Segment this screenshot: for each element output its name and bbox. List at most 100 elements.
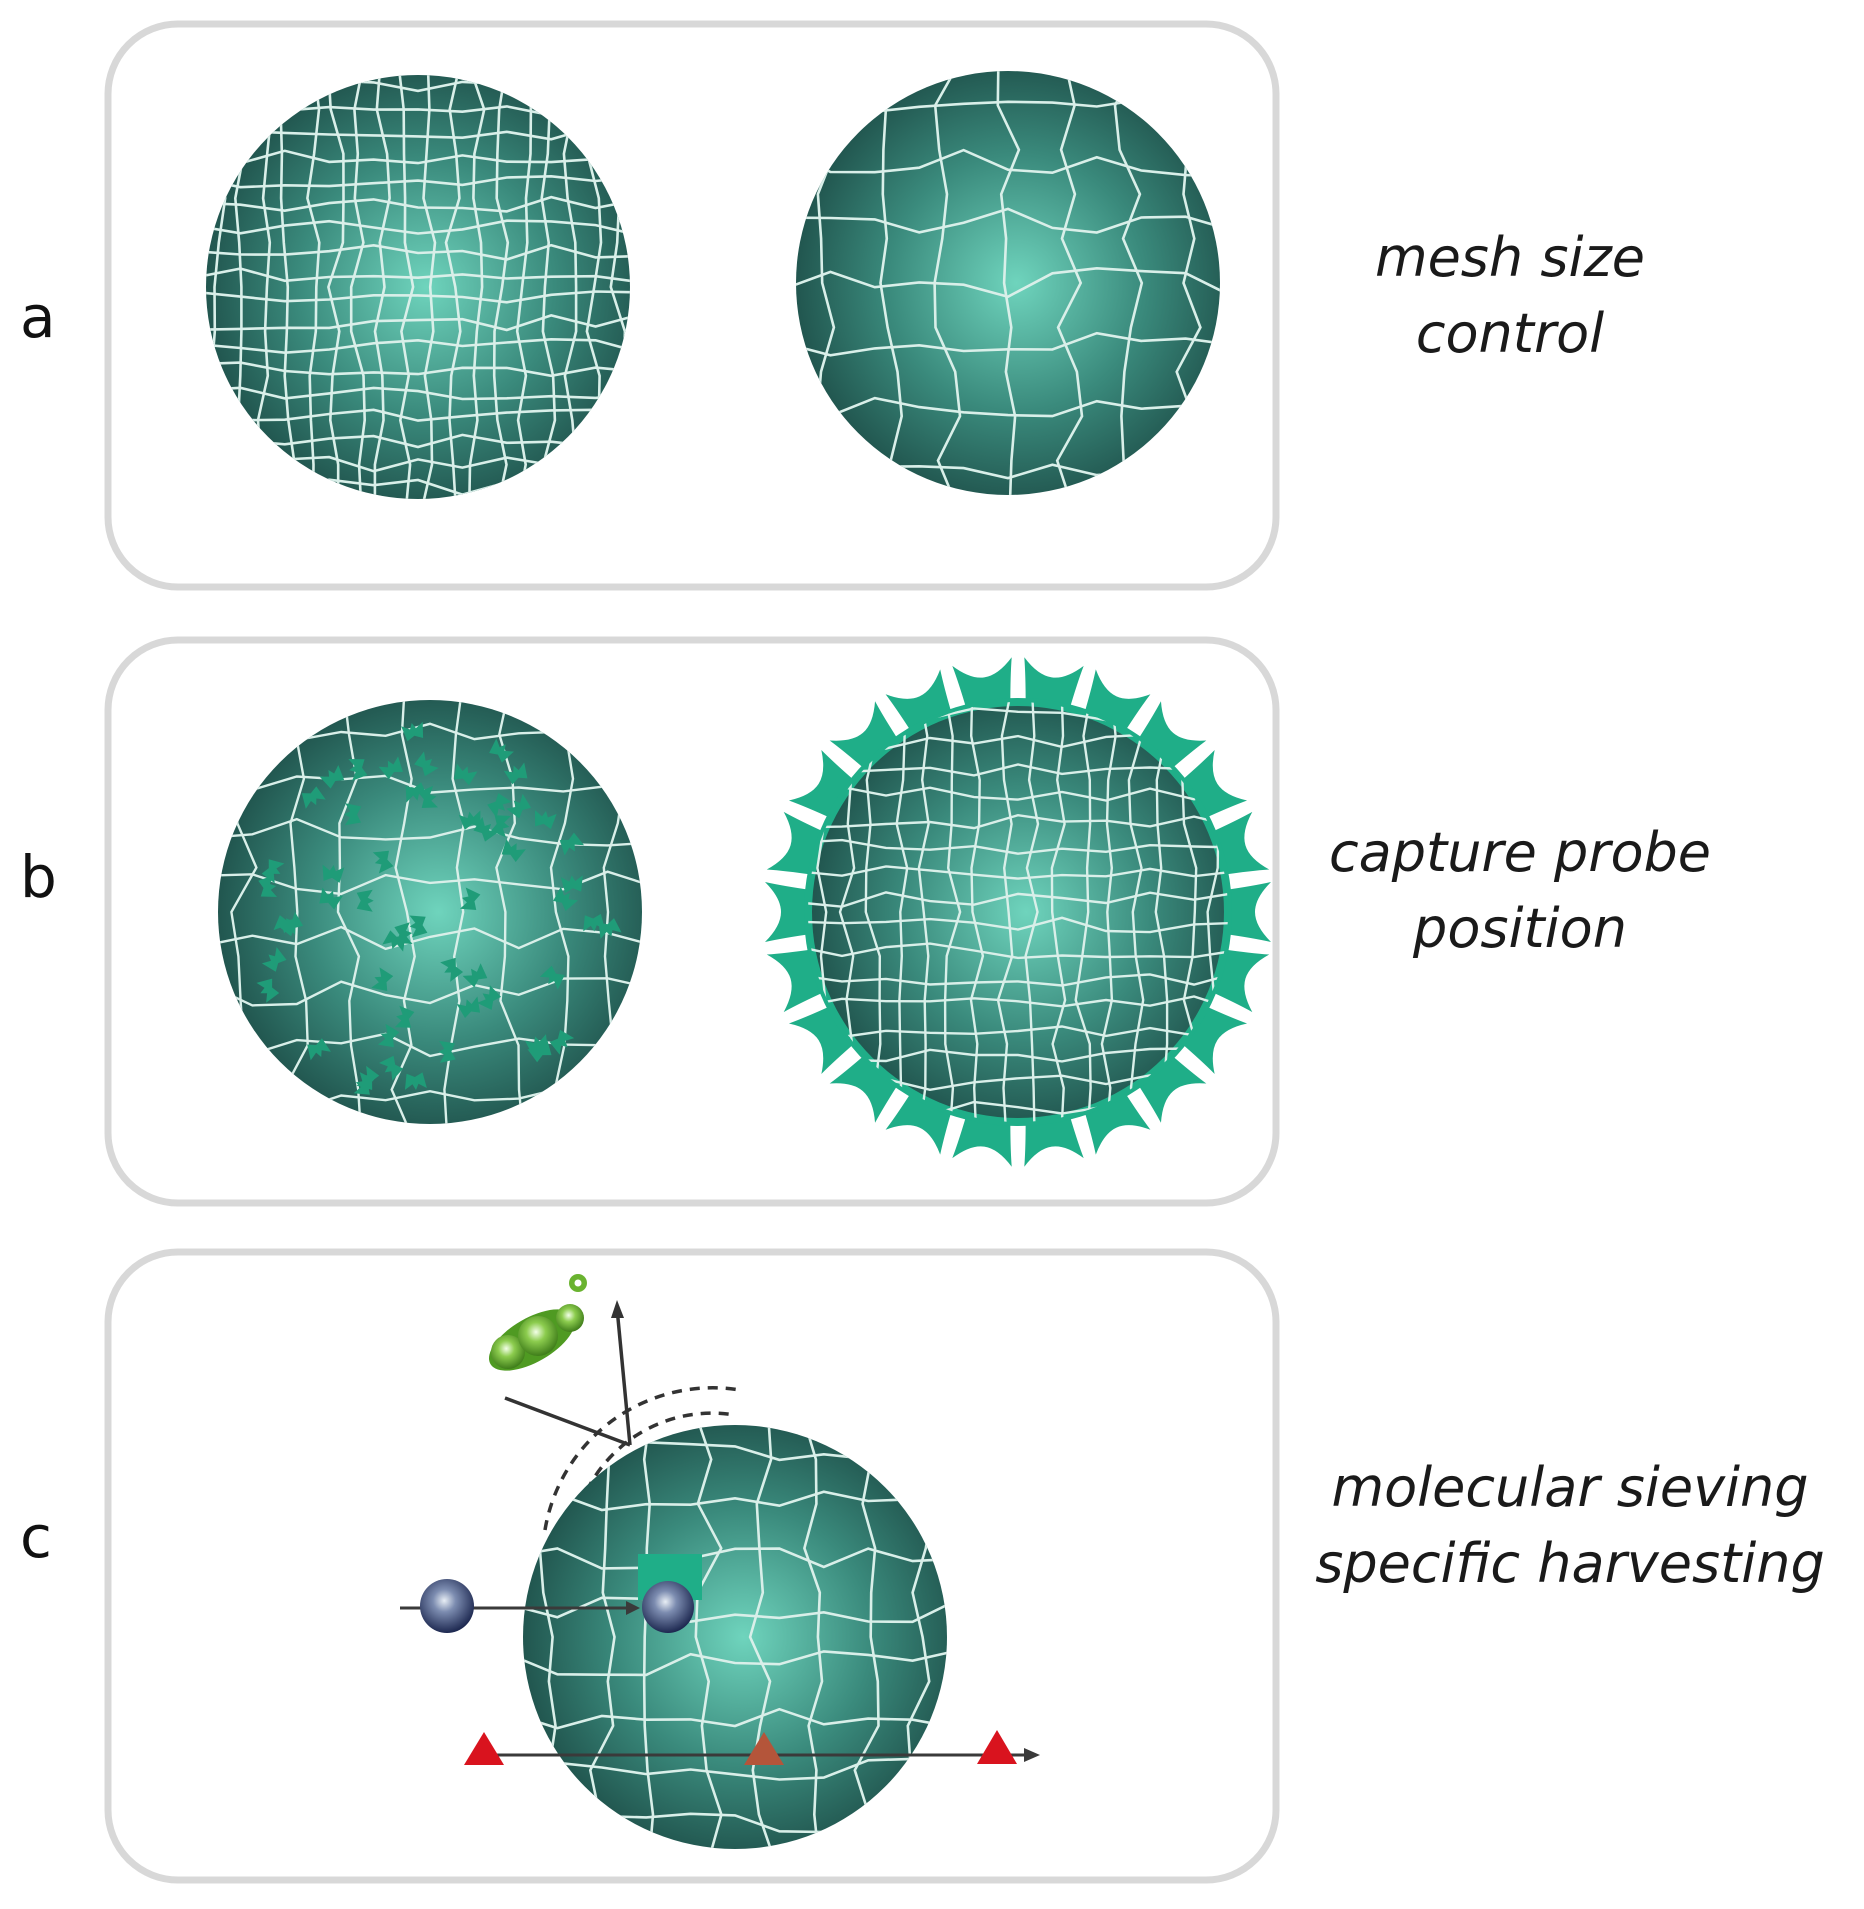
mesh-strand [349, 75, 367, 499]
capture-probe [319, 887, 343, 910]
small-molecule-through [744, 1732, 784, 1765]
mesh-strand [808, 891, 1228, 908]
mesh-strand [495, 700, 525, 1124]
mesh-strand [642, 1425, 655, 1849]
mesh-strand [326, 75, 345, 499]
capture-probe [460, 887, 481, 910]
mesh-strand [206, 267, 630, 284]
mesh-strand [694, 1425, 723, 1849]
capture-probe [404, 1072, 427, 1090]
capture-probe [503, 762, 528, 785]
capture-probe [356, 889, 374, 912]
mesh-strand [808, 865, 1228, 880]
capture-probe [549, 1029, 575, 1055]
mesh-strand [206, 149, 630, 165]
mesh-strand [206, 290, 630, 304]
mesh-strand [996, 71, 1021, 495]
mesh-strand [540, 75, 557, 499]
mesh-strand [523, 1596, 947, 1624]
mesh-strand [523, 1649, 947, 1677]
mesh-strand [390, 700, 416, 1124]
capture-probe [458, 810, 481, 830]
capture-probe [560, 875, 583, 893]
surface-capture-probe [1225, 882, 1271, 942]
capture-probe [559, 832, 585, 856]
capture-probe [414, 751, 439, 777]
mesh-strand [1113, 71, 1144, 495]
surface-probe-sphere [765, 657, 1271, 1167]
capture-probe [487, 793, 512, 818]
capture-probe [307, 1038, 331, 1061]
mesh-strand [796, 146, 1220, 178]
mesh-strand [218, 977, 642, 1007]
mesh-strand [279, 75, 297, 499]
capture-probe [534, 810, 557, 830]
small-molecule-out [977, 1730, 1017, 1764]
surface-capture-probe [1024, 657, 1084, 711]
mesh-strand [206, 195, 630, 213]
mesh-strand [996, 702, 1014, 1122]
capture-probe [261, 946, 287, 972]
caption-b-line2: position [1413, 896, 1627, 960]
panel-letter-a: a [20, 283, 56, 351]
internal-probe-sphere [218, 700, 642, 1124]
mesh-strand [523, 1547, 947, 1570]
protein-arrowhead [626, 1601, 640, 1615]
capture-probe [256, 978, 280, 1003]
exclusion-ray-2 [615, 1307, 632, 1446]
mesh-strand [306, 75, 321, 499]
capture-probe [489, 738, 514, 763]
mesh-strand [1074, 702, 1093, 1122]
capture-probe [462, 963, 488, 988]
mesh-strand [808, 838, 1228, 855]
mesh-strand [206, 386, 630, 401]
surface-capture-probe [952, 657, 1012, 711]
capture-probe [506, 793, 532, 819]
capture-probe [438, 1040, 456, 1063]
capture-probe [371, 967, 394, 992]
caption-b: capture probe position [1290, 815, 1750, 966]
caption-b-line1: capture probe [1328, 821, 1712, 884]
capture-probe [261, 859, 285, 884]
mesh-strand [879, 71, 904, 495]
mesh-strand [523, 1490, 947, 1512]
mesh-strand [796, 393, 1220, 418]
mesh-strand [808, 785, 1228, 802]
mesh-strand [206, 313, 630, 332]
capture-probe [456, 996, 481, 1019]
capture-probe [440, 957, 464, 982]
mesh-strand [801, 1425, 824, 1849]
protein-molecule-captured [642, 1581, 694, 1633]
mesh-strand [206, 337, 630, 355]
mesh-strand [853, 1425, 880, 1849]
mesh-strand [420, 75, 437, 499]
mesh-strand [444, 75, 462, 499]
mesh-strand [1055, 71, 1084, 495]
capture-probe [258, 875, 278, 898]
capture-probe [453, 763, 478, 786]
capture-probe [301, 786, 326, 809]
small-molecule-in [464, 1732, 504, 1765]
panel-letter-c: c [20, 1503, 52, 1571]
mesh-strand [492, 75, 510, 499]
capture-probe [319, 764, 345, 789]
ray-arrowhead [611, 1300, 624, 1318]
mesh-strand [588, 1425, 616, 1849]
mesh-strand [549, 700, 575, 1124]
caption-a-line1: mesh size [1374, 226, 1646, 289]
mesh-strand [467, 75, 486, 499]
mesh-strand [864, 702, 882, 1122]
mesh-strand [523, 1756, 947, 1781]
mesh-strand [1024, 702, 1040, 1122]
mesh-strand [1100, 702, 1117, 1122]
capture-probe [348, 759, 368, 781]
mesh-strand [808, 759, 1228, 777]
capture-probe [372, 850, 394, 874]
capture-probe [539, 965, 565, 990]
capture-probe [378, 1055, 404, 1081]
capture-probe [322, 864, 345, 883]
exclusion-ray-1 [504, 1396, 631, 1447]
mesh-strand [282, 700, 309, 1124]
caption-c-line2: specific harvesting [1315, 1531, 1825, 1595]
